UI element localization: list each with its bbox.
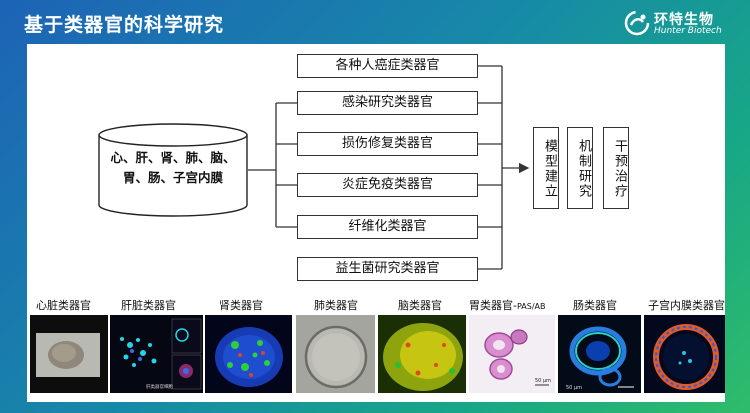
category-box-inflammation: 炎症免疫类器官 — [297, 173, 478, 197]
image-lung-organoid — [296, 315, 375, 393]
image-endometrium-organoid — [644, 315, 725, 393]
outcome-box-mechanism: 机制研究 — [567, 127, 593, 209]
category-box-cancer: 各种人癌症类器官 — [297, 54, 478, 78]
image-label-intestine: 肠类器官 — [573, 299, 617, 312]
image-label-brain: 脑类器官 — [398, 299, 442, 312]
image-label-stomach: 胃类器官-PAS/AB — [469, 299, 546, 312]
image-label-lung: 肺类器官 — [314, 299, 358, 312]
image-liver-organoid: 肝类器官细胞 — [110, 315, 203, 393]
logo-mark-icon — [624, 10, 650, 36]
image-label-liver: 肝脏类器官 — [121, 299, 176, 312]
company-logo: 环特生物 Hunter Biotech — [624, 8, 734, 38]
outcome-box-intervention: 干预治疗 — [603, 127, 629, 209]
image-kidney-organoid — [205, 315, 292, 393]
logo-name-cn: 环特生物 — [654, 12, 714, 28]
logo-name-en: Hunter Biotech — [654, 26, 722, 36]
image-label-endometrium: 子宫内膜类器官 — [648, 299, 725, 312]
liver-overlay-text: 肝类器官细胞 — [146, 383, 173, 390]
image-label-heart: 心脏类器官 — [36, 299, 91, 312]
image-intestine-organoid: 50 μm — [558, 315, 641, 393]
organ-source-cylinder — [98, 123, 248, 217]
category-box-fibrosis: 纤维化类器官 — [297, 215, 478, 239]
page-title: 基于类器官的科学研究 — [24, 14, 225, 36]
image-stomach-organoid: 50 μm — [469, 315, 555, 393]
image-label-kidney: 肾类器官 — [219, 299, 263, 312]
category-box-probiotic: 益生菌研究类器官 — [297, 257, 478, 281]
category-box-injury-repair: 损伤修复类器官 — [297, 132, 478, 156]
stomach-scale-text: 50 μm — [535, 378, 551, 384]
intestine-scale-text: 50 μm — [566, 385, 582, 391]
category-box-infection: 感染研究类器官 — [297, 91, 478, 115]
image-heart-organoid — [30, 315, 108, 393]
outcome-box-model: 模型建立 — [533, 127, 559, 209]
organ-source-text: 心、肝、肾、肺、脑、 胃、肠、子宫内膜 — [110, 150, 236, 185]
image-brain-organoid — [378, 315, 466, 393]
